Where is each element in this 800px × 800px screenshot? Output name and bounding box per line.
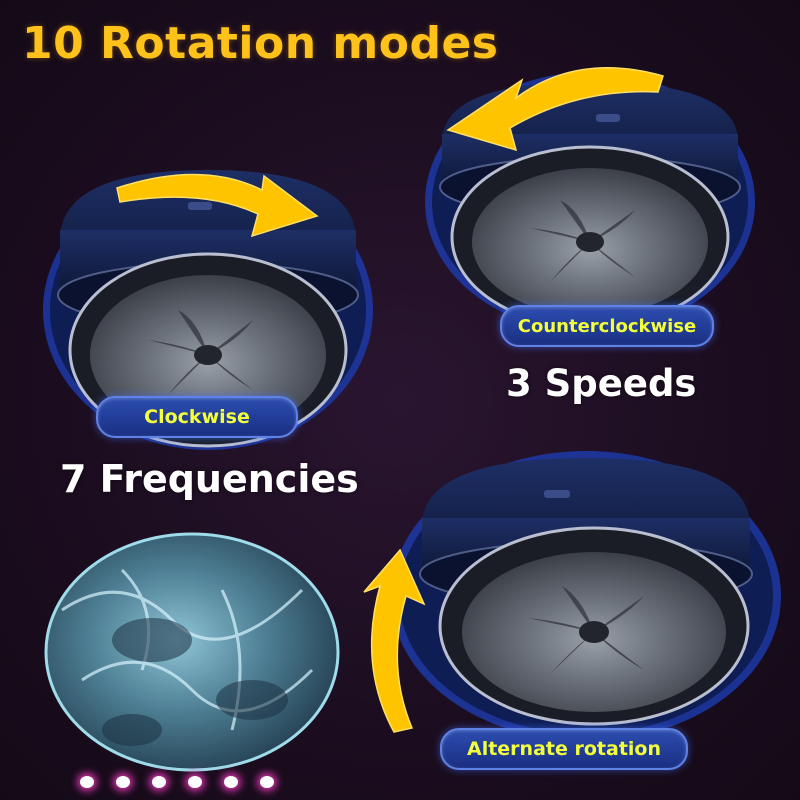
clockwise-mode-badge: Clockwise [96,396,298,438]
counterclockwise-arrow-icon [446,67,664,152]
indicator-dot [116,776,130,788]
counterclockwise-mode-badge: Counterclockwise [500,305,714,347]
alternate-rotation-device-image [391,451,781,741]
clockwise-arrow-icon [116,173,319,238]
alternate-rotation-mode-badge: Alternate rotation [440,728,688,770]
speeds-caption: 3 Speeds [506,362,697,405]
inner-texture-closeup-image [44,532,340,772]
indicator-dot [80,776,94,788]
frequencies-caption: 7 Frequencies [60,457,359,501]
indicator-dot [188,776,202,788]
alternate-arrow-icon [363,548,426,733]
indicator-dots [80,776,274,788]
page-title: 10 Rotation modes [22,18,499,69]
indicator-dot [224,776,238,788]
indicator-dot [152,776,166,788]
indicator-dot [260,776,274,788]
